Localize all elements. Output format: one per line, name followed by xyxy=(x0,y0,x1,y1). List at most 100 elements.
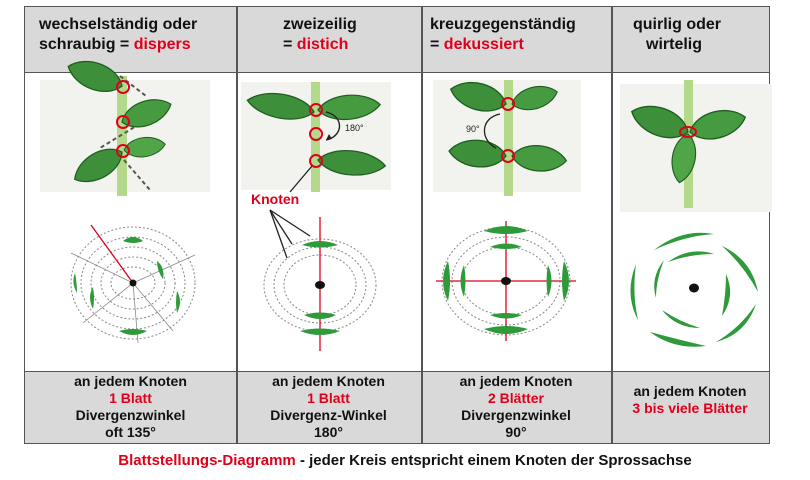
leaf-mark xyxy=(654,260,664,298)
header-row xyxy=(25,7,769,73)
divergence-line xyxy=(132,282,174,332)
footer-line: an jedem Knoten xyxy=(74,373,187,389)
footer-highlight: 3 bis viele Blätter xyxy=(632,400,748,416)
plant-distich: 180° xyxy=(241,82,391,193)
plant-dekussiert: 90° xyxy=(433,75,581,196)
leaf-mark xyxy=(123,237,143,243)
node-marker xyxy=(309,103,323,117)
arrow-head xyxy=(326,134,332,140)
footer-highlight: 1 Blatt xyxy=(109,390,152,406)
footer-line: Divergenzwinkel xyxy=(75,407,186,423)
footer-highlight: 2 Blätter xyxy=(487,390,545,406)
node-circle xyxy=(90,246,176,320)
term-dekussiert: dekussiert xyxy=(443,36,524,53)
leaf-mark xyxy=(443,261,450,301)
leaf-mark xyxy=(630,264,638,320)
node-marker xyxy=(116,115,130,129)
header-line1: wechselständig oder xyxy=(39,16,198,33)
footer-dekussiert: an jedem Knoten 2 Blätter Divergenzwinke… xyxy=(421,373,611,441)
term-distich: distich xyxy=(296,36,349,53)
node-circle xyxy=(70,226,196,340)
photo-background xyxy=(620,84,772,212)
leaf-mark xyxy=(562,261,569,301)
caption-rest: - jeder Kreis entspricht einem Knoten de… xyxy=(295,452,692,469)
footer-line: Divergenz-Winkel xyxy=(270,407,387,423)
node-marker xyxy=(309,154,323,168)
leaf-mark xyxy=(302,241,338,248)
leaf-mark xyxy=(460,265,466,297)
node-marker xyxy=(501,149,515,163)
divergence-line xyxy=(132,254,196,284)
plant-wirtelig xyxy=(620,80,772,212)
header-wirtelig: quirlig oder wirtelig xyxy=(633,15,721,55)
node-circle xyxy=(273,246,367,324)
angle-label-90: 90° xyxy=(466,124,480,134)
diagram-dekussiert xyxy=(436,221,576,341)
header-distich: zweizeilig = distich xyxy=(283,15,357,55)
stem-center xyxy=(315,281,325,289)
diagram-wirtelig xyxy=(630,232,758,347)
node-marker xyxy=(679,126,697,138)
footer-highlight: 1 Blatt xyxy=(307,390,350,406)
pointer-line xyxy=(269,209,311,237)
header-line1: kreuzgegenständig xyxy=(430,16,576,33)
node-marker xyxy=(309,127,323,141)
diagram-dispers xyxy=(70,224,196,344)
footer-line: an jedem Knoten xyxy=(272,373,385,389)
node-circle xyxy=(100,256,166,310)
header-prefix: = xyxy=(430,36,444,53)
leaf-mark xyxy=(662,310,700,328)
phyllotaxis-table: wechselständig oder schraubig = dispers … xyxy=(24,6,770,444)
column-divider xyxy=(236,7,238,443)
pointer-line xyxy=(289,165,313,193)
leaf-mark xyxy=(722,274,731,316)
node-circle xyxy=(283,254,357,316)
stem-center xyxy=(129,279,137,287)
leaf-mark xyxy=(176,291,180,313)
footer-line: an jedem Knoten xyxy=(459,373,573,389)
footer-row xyxy=(25,371,769,443)
leaf-mark xyxy=(90,287,94,309)
leaf-mark xyxy=(157,261,164,279)
column-divider xyxy=(421,7,423,443)
reference-line xyxy=(90,224,134,284)
leaf-mark xyxy=(300,328,340,335)
footer-line: Divergenzwinkel xyxy=(461,407,571,423)
footer-line: an jedem Knoten xyxy=(633,383,747,399)
leaf-mark xyxy=(484,226,528,234)
leaf-mark xyxy=(650,332,706,347)
leaf-mark xyxy=(654,232,714,250)
figure-caption: Blattstellungs-Diagramm - jeder Kreis en… xyxy=(0,452,810,469)
leaf-mark xyxy=(668,251,714,262)
stem xyxy=(117,76,127,196)
node-marker xyxy=(116,144,130,158)
pointer-line xyxy=(269,209,288,259)
header-line2: = distich xyxy=(283,35,357,55)
spiral-line xyxy=(119,75,147,97)
knoten-arrows xyxy=(269,209,311,259)
header-line2: schraubig = dispers xyxy=(39,35,197,55)
stem xyxy=(311,82,320,192)
angle-label-180: 180° xyxy=(345,123,364,133)
footer-line: 180° xyxy=(314,424,343,440)
footer-distich: an jedem Knoten 1 Blatt Divergenz-Winkel… xyxy=(236,373,421,441)
plant-dispers xyxy=(40,53,210,196)
header-prefix: = xyxy=(283,36,297,53)
header-line2: wirtelig xyxy=(646,36,703,53)
header-line1: quirlig oder xyxy=(633,16,721,33)
footer-dispers: an jedem Knoten 1 Blatt Divergenzwinkel … xyxy=(25,373,236,441)
column-divider xyxy=(611,7,613,443)
leaf-mark xyxy=(119,329,147,335)
header-dispers: wechselständig oder schraubig = dispers xyxy=(39,15,197,55)
leaf-mark xyxy=(716,304,756,342)
header-dekussiert: kreuzgegenständig = dekussiert xyxy=(430,15,576,55)
pointer-line xyxy=(269,209,293,245)
leaf-mark xyxy=(490,313,522,319)
footer-line: oft 135° xyxy=(105,424,156,440)
footer-wirtelig: an jedem Knoten 3 bis viele Blätter xyxy=(611,383,769,417)
stem-center xyxy=(689,283,699,293)
node-marker xyxy=(116,80,130,94)
leaf-mark xyxy=(546,265,552,297)
knoten-label: Knoten xyxy=(251,191,299,207)
